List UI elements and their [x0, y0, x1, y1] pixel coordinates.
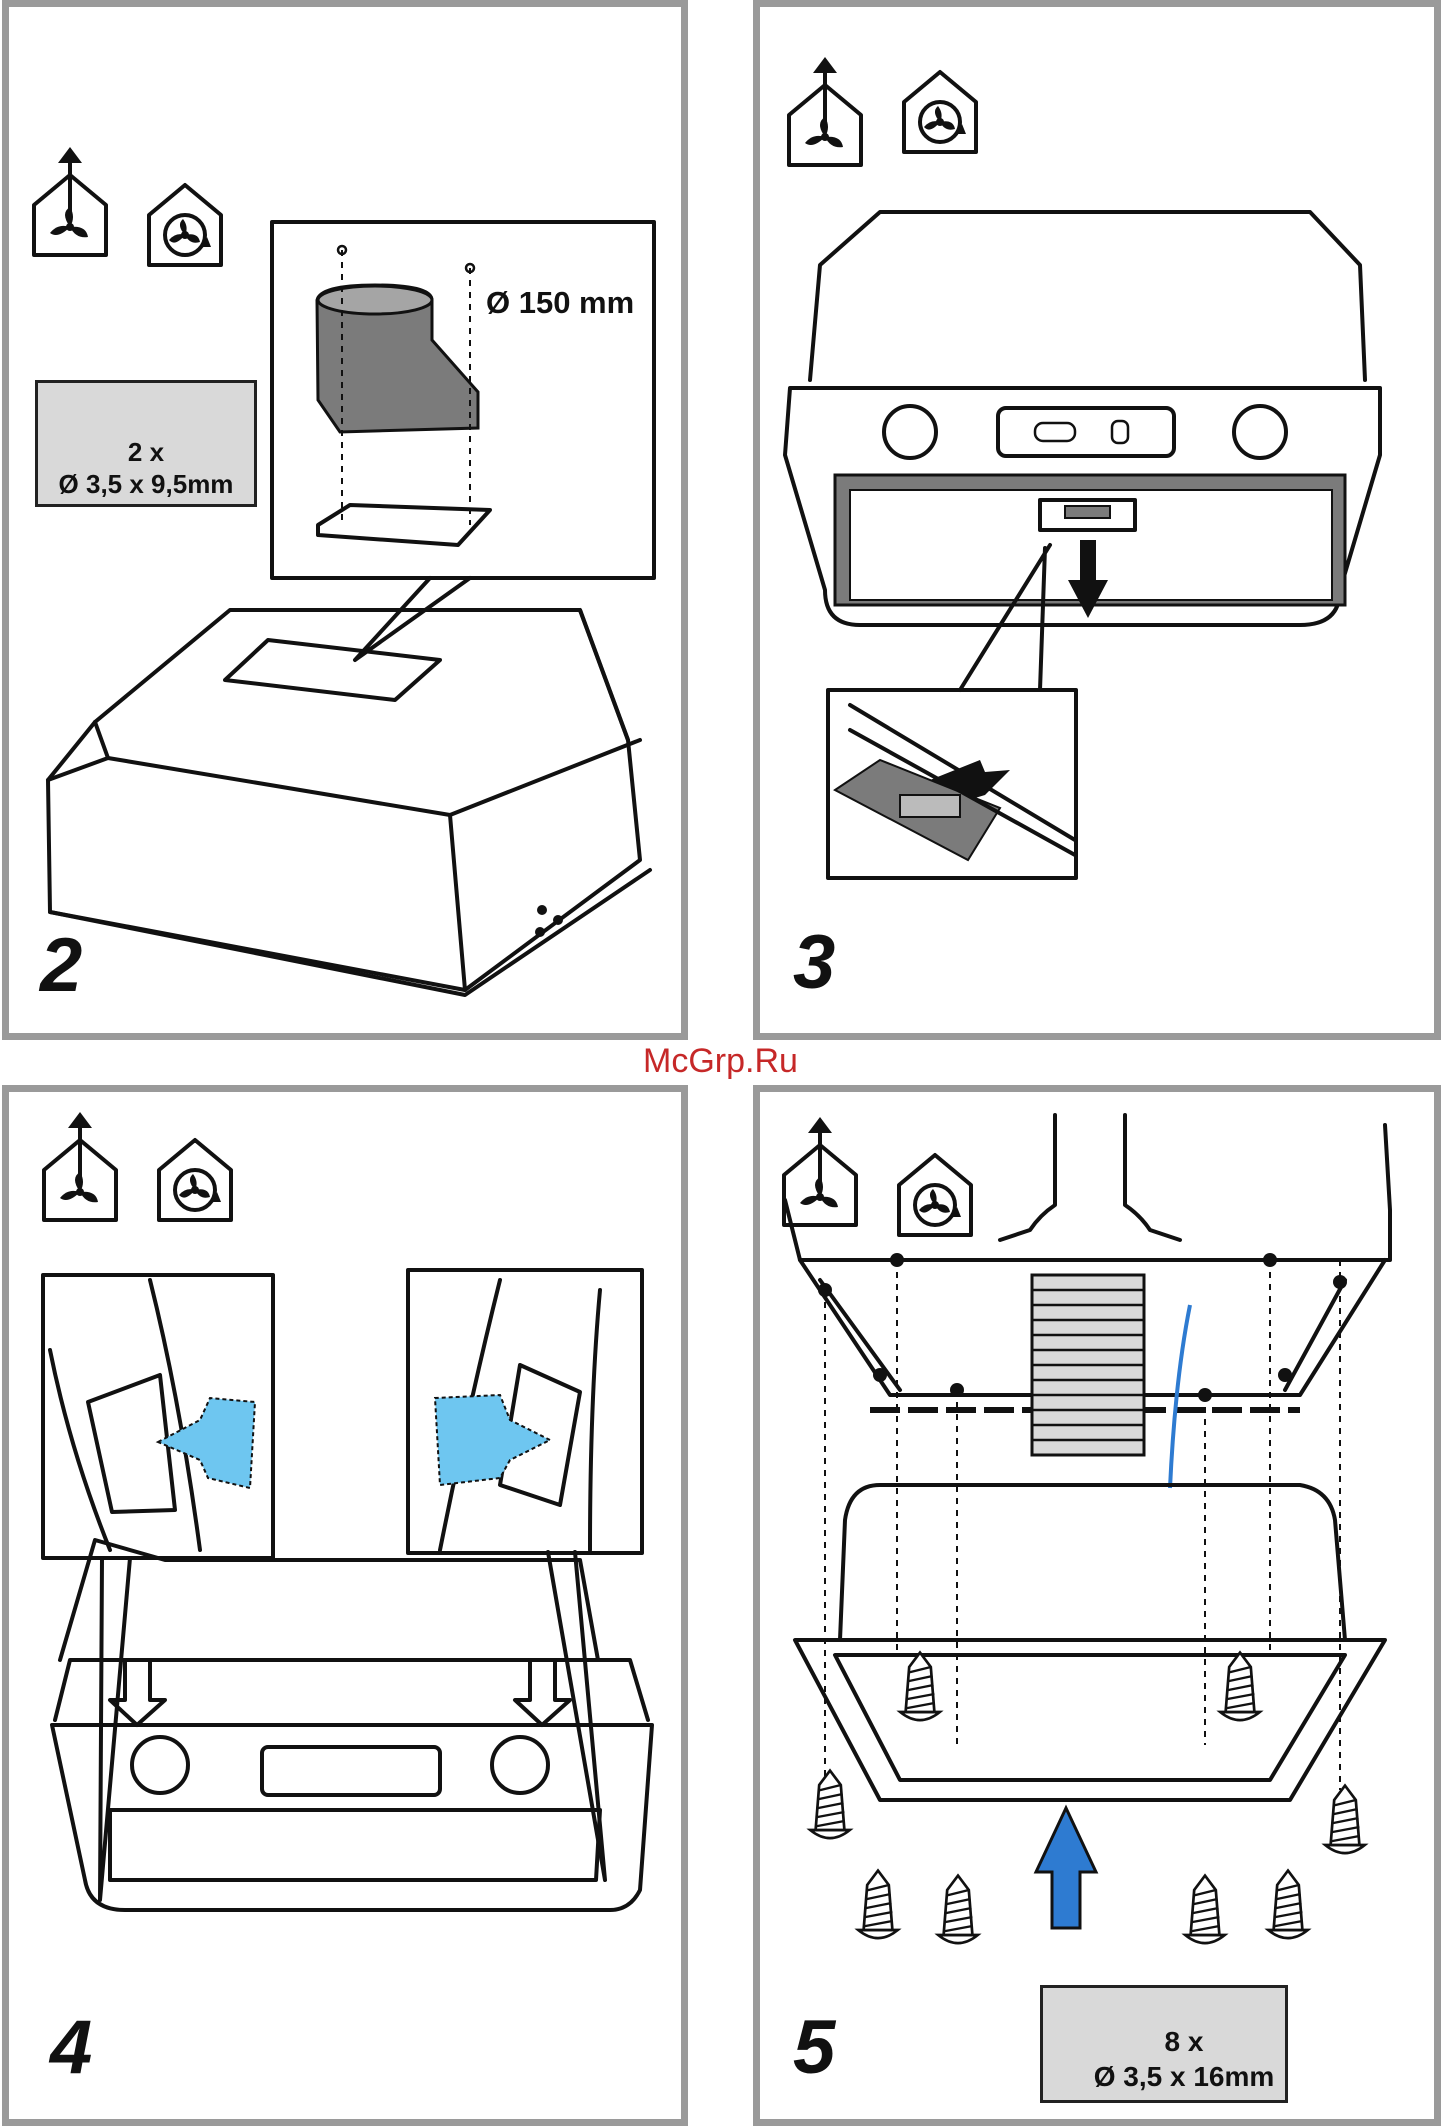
screw-size: Ø 3,5 x 9,5mm [38, 468, 254, 500]
screw-size: Ø 3,5 x 16mm [1083, 2059, 1285, 2094]
screw-count: 8 x [1083, 2024, 1285, 2059]
exhaust-mode-icon [789, 57, 861, 165]
recirculation-mode-icon [159, 1140, 231, 1220]
step-2-screw-spec: 2 x Ø 3,5 x 9,5mm [35, 380, 257, 507]
step-number: 5 [793, 2010, 835, 2086]
recirculation-mode-icon [899, 1155, 971, 1235]
exhaust-mode-icon [784, 1117, 856, 1225]
step-5-screw-spec: 8 x Ø 3,5 x 16mm [1040, 1985, 1288, 2103]
exhaust-mode-icon [34, 147, 106, 255]
step-number: 2 [40, 928, 82, 1004]
recirculation-mode-icon [149, 185, 221, 265]
duct-diameter-label: Ø 150 mm [486, 285, 634, 321]
step-number: 4 [50, 2010, 92, 2086]
screw-count: 2 x [38, 436, 254, 468]
recirculation-mode-icon [904, 72, 976, 152]
step-number: 3 [793, 925, 835, 1001]
exhaust-mode-icon [44, 1112, 116, 1220]
watermark: McGrp.Ru [0, 1042, 1441, 1081]
